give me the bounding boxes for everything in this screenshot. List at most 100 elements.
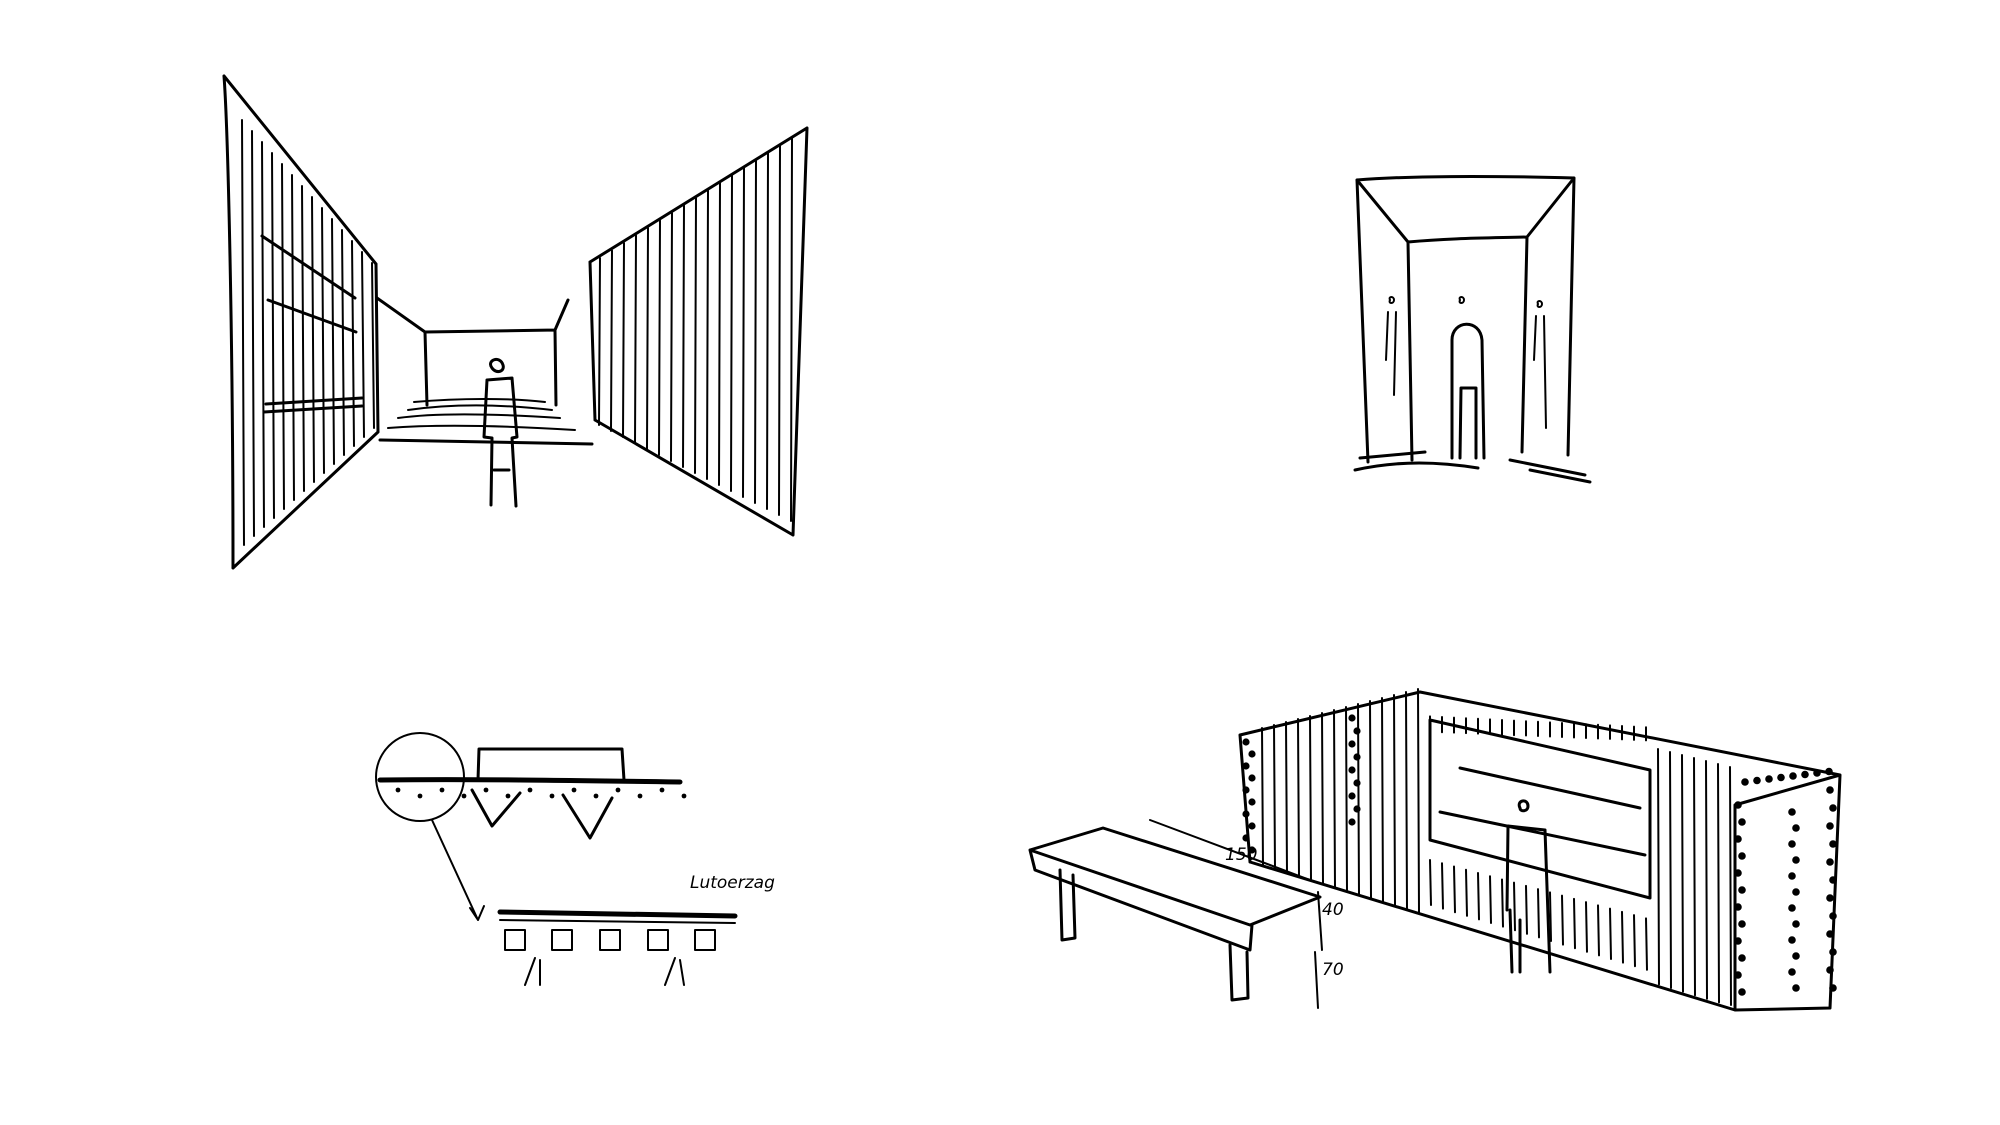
shelving-dot — [1348, 740, 1356, 748]
shelving-hatch-stroke — [1285, 721, 1288, 874]
shelving-dot — [1242, 810, 1250, 818]
shelving-dot — [1753, 776, 1761, 785]
corridor-right-hatch-stroke — [754, 159, 757, 504]
shelving-dot — [593, 793, 599, 799]
shelving-hatch-stroke — [1309, 715, 1312, 881]
shelving-dot — [1738, 818, 1746, 826]
corridor-right-hatch-stroke — [622, 242, 625, 438]
shelving-hatch-stroke — [1393, 694, 1396, 907]
shelving-dot — [505, 793, 511, 799]
corridor-right-hatch-stroke — [766, 152, 769, 510]
detail-lamp-boxes — [504, 929, 716, 951]
shelving-dot — [1348, 818, 1356, 826]
shelving-hatch-stroke — [1333, 709, 1336, 889]
shelving-wall-outline — [1238, 690, 1842, 1012]
shelving-dot — [1348, 792, 1356, 800]
shelving-dot — [1826, 858, 1834, 866]
shelving-dot — [1788, 904, 1796, 912]
corridor-left-hatch-stroke — [241, 119, 245, 546]
shelving-dot — [1788, 936, 1796, 944]
doorway-inner-opening — [1450, 322, 1486, 460]
shelving-dot — [461, 793, 467, 799]
shelving-hatch-stroke — [1693, 757, 1696, 997]
shelving-dot — [1829, 840, 1837, 848]
shelving-hatch-stroke — [1657, 748, 1660, 986]
shelving-dot — [1765, 775, 1773, 783]
shelving-dot — [637, 793, 643, 799]
shelving-dot — [1242, 762, 1250, 770]
shelving-dot — [1792, 920, 1800, 928]
corridor-right-hatch-stroke — [790, 137, 793, 522]
shelving-dot — [1248, 822, 1256, 830]
shelving-recess — [1428, 718, 1652, 900]
corridor-left-hatch-stroke — [261, 141, 265, 528]
shelving-hatch-stroke — [1561, 894, 1564, 946]
shelving-dot — [1788, 968, 1796, 976]
shelving-dot — [1348, 714, 1356, 722]
shelving-hatch-stroke — [1417, 688, 1420, 914]
shelving-dot — [549, 793, 555, 799]
shelving-dot — [1248, 750, 1256, 758]
shelving-hatch-stroke — [1489, 875, 1492, 924]
shelving-dot — [1792, 952, 1800, 960]
corridor-left-hatch-stroke — [331, 218, 335, 465]
shelving-hatch-stroke — [1717, 763, 1720, 1004]
shelving-dot — [659, 787, 665, 793]
shelving-hatch-stroke — [1729, 766, 1732, 1006]
corridor-perspective-sketch — [222, 74, 809, 570]
shelving-dot — [1348, 766, 1356, 774]
shelving-dot — [615, 787, 621, 793]
bench-leg-dim: 70 — [1322, 960, 1344, 980]
shelving-hatch-stroke — [1321, 712, 1324, 885]
shelving-dot — [1248, 798, 1256, 806]
shelving-hatch-stroke — [1261, 727, 1264, 867]
shelving-dot — [483, 787, 489, 793]
corridor-right-hatch-stroke — [706, 189, 709, 480]
bench-scene-figure — [1505, 799, 1552, 974]
corridor-right-hatch-stroke — [730, 174, 733, 492]
shelving-dot — [1792, 888, 1800, 896]
doorway-outer-frame — [1355, 174, 1576, 464]
shelving-hatch-stroke — [1621, 910, 1624, 964]
corridor-right-hatch-stroke — [598, 257, 601, 426]
corridor-right-hatch-stroke — [682, 204, 685, 468]
shelving-dot — [1792, 984, 1800, 992]
shelving-dot — [681, 793, 687, 799]
shelving-dot — [1788, 872, 1796, 880]
corridor-right-wall — [588, 126, 809, 537]
shelving-hatch-stroke — [1573, 897, 1576, 950]
shelving-hatch-stroke — [1453, 865, 1456, 914]
shelving-dot — [1738, 920, 1746, 928]
shelving-hatch-stroke — [1645, 917, 1648, 971]
shelving-hatch-stroke — [1441, 862, 1444, 910]
corridor-left-hatch-stroke — [311, 196, 315, 483]
shelving-dot — [1248, 846, 1256, 854]
shelving-hatch-stroke — [1633, 914, 1636, 968]
corridor-right-hatch-stroke — [658, 219, 661, 456]
shelving-dot — [1777, 773, 1785, 782]
shelving-dot — [1353, 727, 1361, 735]
shelving-dot — [1741, 778, 1749, 786]
section-slab — [377, 777, 683, 785]
shelving-dot — [1829, 948, 1837, 956]
shelving-dot — [1788, 808, 1796, 816]
shelving-dot — [1829, 984, 1837, 992]
shelving-dot — [1353, 779, 1361, 787]
shelving-dot — [1801, 770, 1809, 779]
shelving-dot — [1353, 753, 1361, 761]
doorway-elevation-sketch — [1353, 174, 1592, 484]
doorway-wall-figures — [1385, 296, 1547, 429]
corridor-left-hatch-stroke — [301, 185, 305, 492]
corridor-left-hatch-stroke — [361, 251, 365, 438]
shelving-dot — [1734, 971, 1742, 979]
shelving-hatch-stroke — [1597, 904, 1600, 957]
shelving-hatch-stroke — [1669, 751, 1672, 989]
shelving-dot — [1738, 852, 1746, 860]
shelving-hatch-stroke — [1345, 706, 1348, 892]
shelving-dot — [1813, 769, 1821, 777]
corridor-left-hatch-stroke — [281, 163, 285, 510]
shelving-dot — [1826, 786, 1834, 794]
corridor-left-hatch-stroke — [271, 152, 275, 519]
detail-leader-line — [431, 819, 485, 921]
